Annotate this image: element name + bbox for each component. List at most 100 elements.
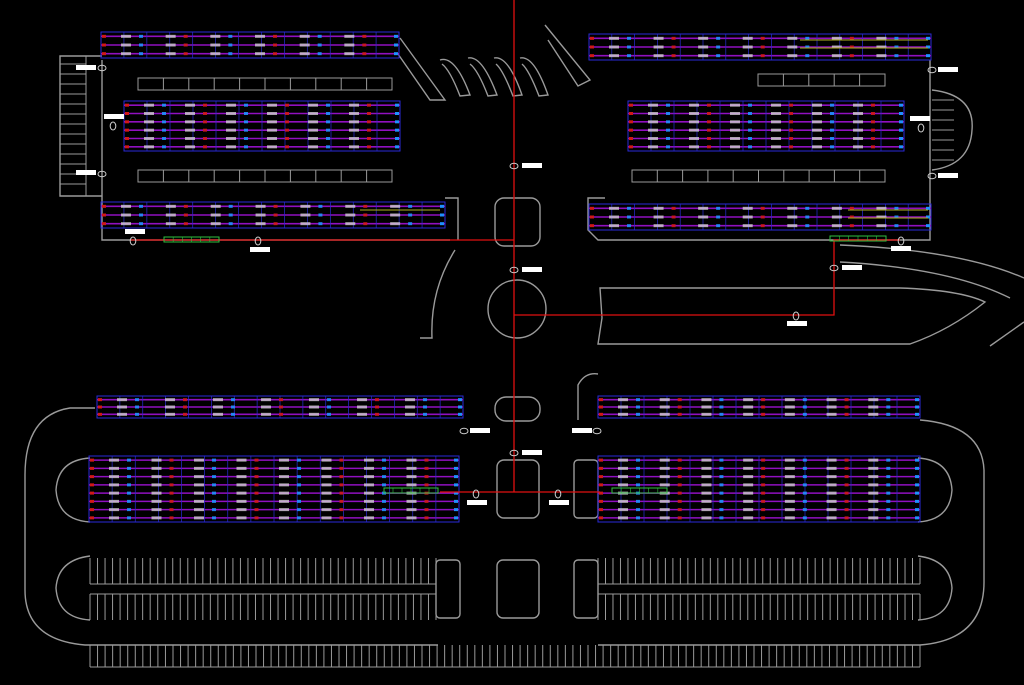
angled-stall-1 — [397, 37, 447, 101]
string-marker — [424, 475, 429, 479]
module-mark — [609, 215, 619, 219]
string-marker — [719, 516, 724, 520]
label-tag — [938, 173, 958, 178]
module-mark — [698, 224, 709, 228]
string-marker — [363, 204, 368, 208]
upper-left-curb — [445, 197, 459, 240]
module-mark — [226, 120, 236, 124]
module-mark — [349, 120, 359, 124]
string-marker — [183, 213, 188, 217]
module-mark — [261, 398, 271, 402]
right-bulb — [931, 89, 973, 171]
module-mark — [743, 458, 754, 462]
angled-stall-2 — [439, 58, 471, 97]
center-island-top — [494, 197, 541, 247]
solar-array-block — [588, 203, 932, 231]
string-marker — [830, 137, 834, 140]
string-marker — [339, 499, 344, 503]
module-mark — [742, 45, 753, 49]
string-marker — [327, 405, 331, 409]
string-marker — [802, 405, 807, 409]
module-mark — [345, 204, 356, 208]
string-marker — [363, 222, 368, 226]
combiner-mark — [926, 215, 930, 219]
string-marker — [326, 128, 330, 132]
module-mark — [659, 516, 670, 520]
module-mark — [210, 222, 221, 226]
string-marker — [183, 43, 188, 47]
module-mark — [165, 52, 176, 56]
string-marker — [127, 475, 131, 479]
string-marker — [228, 43, 233, 47]
string-marker — [871, 112, 875, 115]
module-mark — [267, 128, 277, 132]
string-marker — [844, 483, 849, 487]
combiner-mark — [899, 145, 903, 149]
string-marker — [805, 206, 810, 210]
module-mark — [357, 398, 367, 402]
module-mark — [784, 491, 795, 495]
module-mark — [144, 103, 154, 107]
module-mark — [742, 224, 753, 228]
module-mark — [349, 128, 359, 132]
string-marker — [802, 499, 807, 503]
junction-node — [97, 64, 107, 72]
module-mark — [321, 483, 332, 487]
module-mark — [194, 475, 204, 479]
string-marker — [169, 516, 174, 520]
module-mark — [659, 405, 670, 409]
combiner-mark — [440, 222, 444, 226]
string-marker — [719, 491, 724, 495]
module-mark — [121, 43, 131, 47]
angled-stall-3 — [467, 57, 498, 97]
combiner-mark — [899, 120, 903, 124]
module-mark — [784, 405, 795, 409]
module-mark — [701, 412, 712, 416]
module-mark — [213, 405, 223, 409]
module-mark — [299, 52, 310, 56]
module-mark — [144, 145, 154, 149]
string-marker — [203, 112, 207, 115]
road-right-2 — [839, 261, 1011, 299]
module-mark — [701, 516, 712, 520]
string-marker — [339, 508, 344, 512]
string-marker — [894, 45, 899, 49]
module-mark — [826, 405, 837, 409]
string-marker — [671, 45, 676, 49]
stall-row-top-right — [757, 73, 886, 87]
combiner-mark — [394, 52, 398, 56]
junction-node — [509, 162, 519, 170]
inverter-mark — [599, 516, 603, 520]
string-marker — [127, 458, 131, 462]
module-mark — [364, 491, 374, 495]
module-mark — [618, 412, 628, 416]
inverter-mark — [102, 213, 106, 217]
string-marker — [805, 45, 810, 49]
module-mark — [151, 499, 162, 503]
label-tag — [522, 450, 542, 455]
string-marker — [169, 466, 174, 470]
module-mark — [876, 54, 887, 58]
module-mark — [364, 516, 374, 520]
module-mark — [784, 499, 795, 503]
inverter-mark — [98, 405, 102, 409]
module-mark — [165, 204, 176, 208]
module-mark — [226, 128, 236, 132]
module-mark — [308, 128, 318, 132]
string-marker — [273, 34, 277, 38]
road-curve-left — [420, 249, 456, 339]
string-marker — [162, 137, 166, 140]
combiner-mark — [394, 34, 398, 38]
stalls-lower-left-a — [89, 558, 437, 585]
inverter-mark — [629, 145, 633, 149]
solar-array-block — [597, 395, 921, 419]
module-mark — [194, 499, 204, 503]
module-mark — [609, 54, 619, 58]
string-marker — [139, 213, 143, 217]
string-marker — [279, 412, 283, 416]
module-mark — [267, 103, 277, 107]
string-marker — [423, 405, 427, 409]
string-marker — [135, 412, 139, 416]
module-mark — [659, 499, 670, 503]
module-mark — [255, 222, 266, 226]
